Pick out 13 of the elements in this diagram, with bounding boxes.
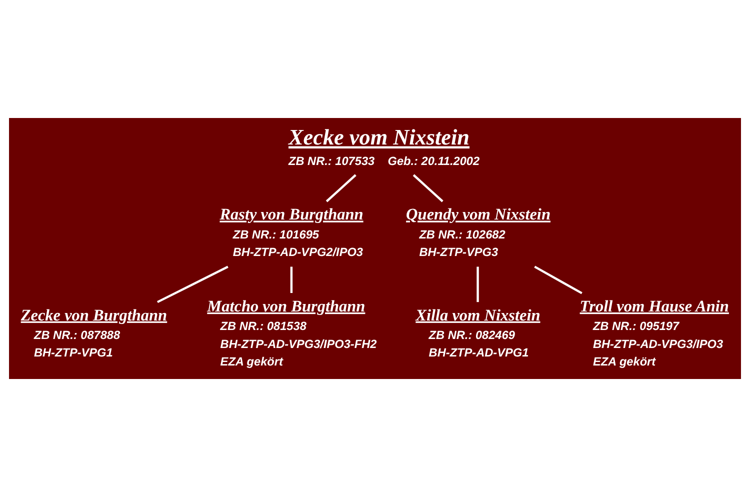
connector xyxy=(326,174,356,202)
node-text: Matcho von Burgthann ZB NR.: 081538 BH-ZTP-AD-VPG3/IPO3-FH2 EZA gekört xyxy=(207,297,377,369)
node-text: Troll vom Hause Anin ZB NR.: 095197 BH-ZTP-AD-VPG3/IPO3 EZA gekört xyxy=(580,297,729,369)
node-text: Xilla vom Nixstein ZB NR.: 082469 BH-ZTP-AD-VPG1 xyxy=(416,306,540,360)
node-text: Quendy vom Nixstein ZB NR.: 102682 BH-ZTP-VPG3 xyxy=(406,206,551,260)
connector xyxy=(412,174,444,202)
connector xyxy=(476,266,479,302)
connector xyxy=(290,266,293,293)
connector xyxy=(156,266,228,304)
connector xyxy=(534,266,582,294)
node-text: Zecke von Burgthann ZB NR.: 087888 BH-ZTP-VPG1 xyxy=(20,306,168,360)
node-text: Xecke vom Nixstein ZB NR.: 107533 Geb.: 20.11.2002 xyxy=(288,124,480,168)
node-text: Rasty von Burgthann ZB NR.: 101695 BH-ZTP-AD-VPG2/IPO3 xyxy=(220,206,364,260)
